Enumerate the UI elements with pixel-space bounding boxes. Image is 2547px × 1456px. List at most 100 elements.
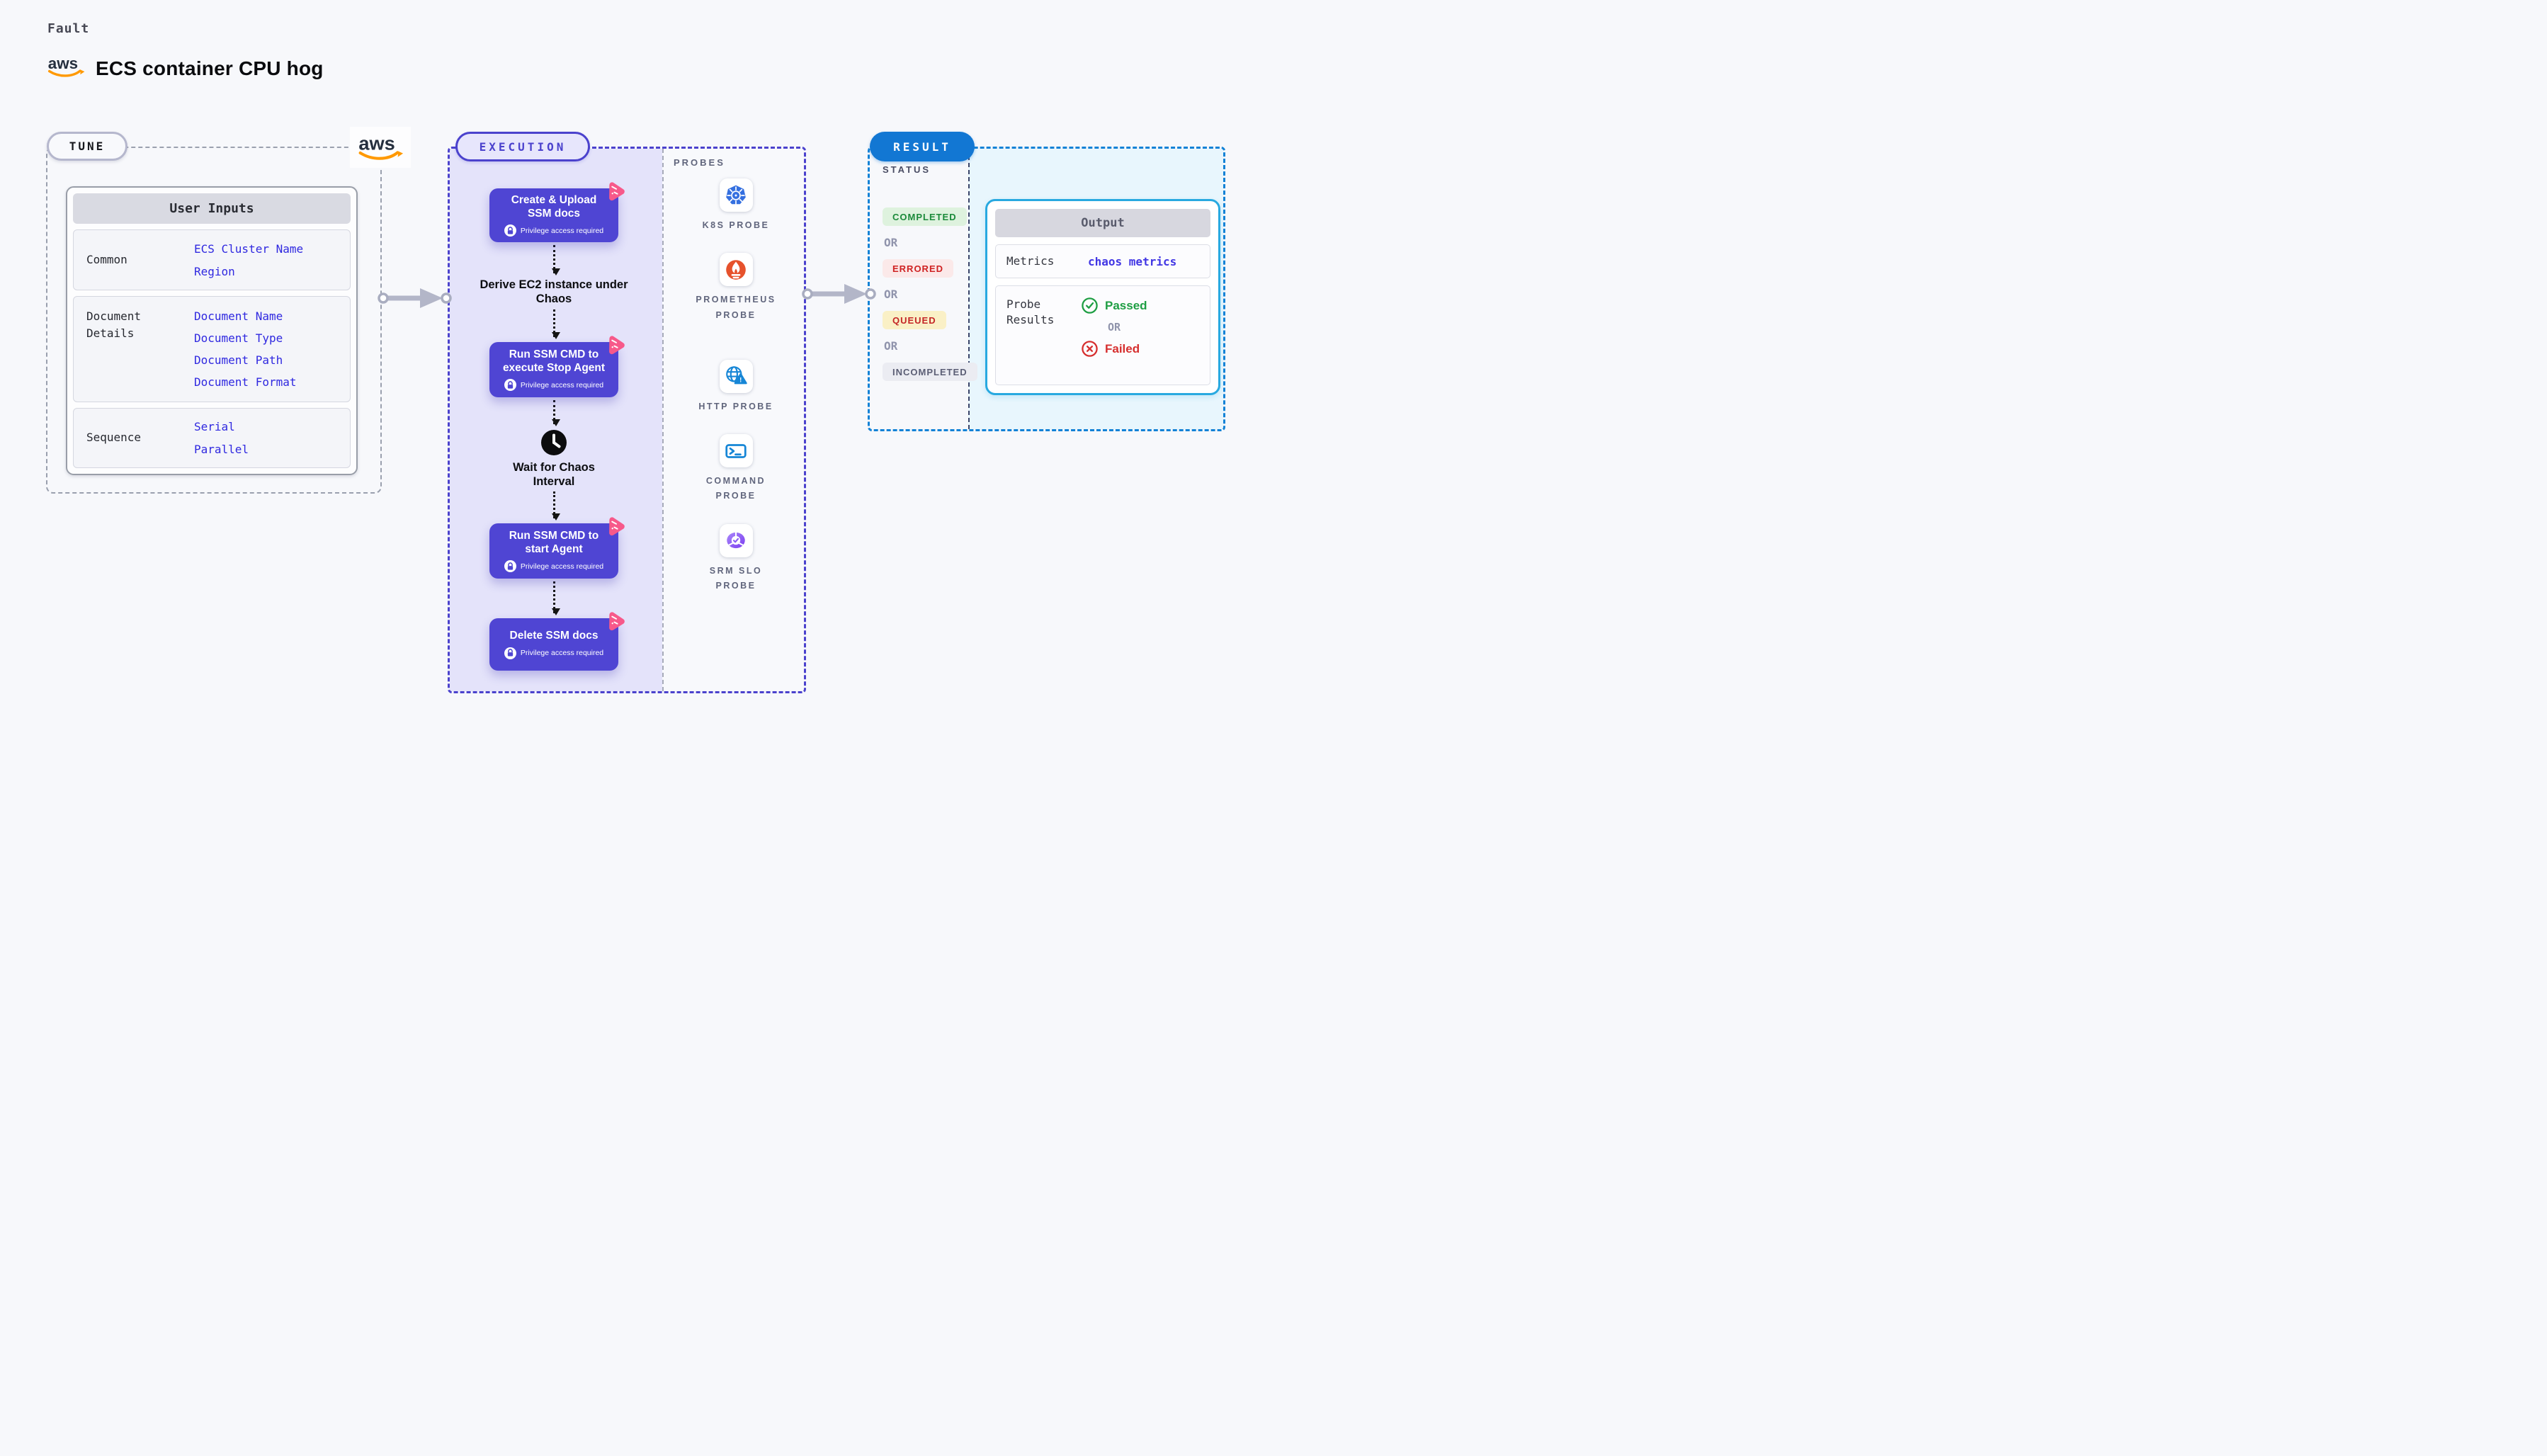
chaos-icon [603, 333, 628, 357]
tune-badge: TUNE [47, 132, 127, 161]
probe-item-srm-slo: SRM SLO PROBE [690, 523, 782, 594]
privilege-note: Privilege access required [504, 560, 604, 573]
privilege-label: Privilege access required [520, 562, 604, 571]
page-kicker: Fault [47, 21, 90, 36]
aws-logo-icon: aws [46, 54, 86, 83]
flow-arrow-down [552, 309, 560, 339]
output-card: Output Metrics chaos metrics Probe Resul… [985, 199, 1220, 395]
passed-label: Passed [1105, 298, 1147, 312]
input-value: Document Path [194, 353, 283, 367]
check-circle-icon [1082, 297, 1098, 314]
table-row-sequence: Sequence Serial Parallel [73, 407, 351, 469]
privilege-label: Privilege access required [520, 226, 604, 235]
kubernetes-icon [719, 178, 753, 212]
table-row-document-details: Document Details Document Name Document … [73, 295, 351, 402]
output-header: Output [995, 209, 1210, 237]
step-title: Delete SSM docs [509, 630, 599, 642]
user-inputs-table: User Inputs Common ECS Cluster Name Regi… [66, 186, 358, 475]
lock-icon [504, 379, 516, 392]
title-row: aws ECS container CPU hog [46, 54, 324, 83]
tune-to-execution-arrow [378, 285, 453, 314]
step-box-run-ssm-start-agent: Run SSM CMD to start Agent Privilege acc… [489, 517, 625, 579]
probe-result-failed: Failed [1081, 340, 1147, 358]
or-label: OR [1108, 321, 1121, 334]
privilege-note: Privilege access required [504, 224, 603, 237]
privilege-note: Privilege access required [504, 379, 604, 392]
probe-label: K8S PROBE [702, 220, 770, 230]
input-value: Document Name [194, 309, 283, 323]
row-label: Sequence [86, 431, 142, 445]
x-circle-icon [1082, 341, 1098, 357]
status-badge-queued: QUEUED [883, 311, 946, 329]
row-label: Document Details [86, 309, 142, 340]
table-row-common: Common ECS Cluster Name Region [73, 229, 351, 290]
step-box-delete-ssm-docs: Delete SSM docs Privilege access require… [489, 612, 625, 671]
fault-diagram: Fault aws ECS container CPU hog TUNE aws… [0, 0, 1274, 728]
svg-text:aws: aws [48, 55, 78, 72]
probe-item-command: COMMAND PROBE [690, 434, 782, 504]
globe-warning-icon: ! [719, 359, 753, 393]
row-label: Common [86, 253, 127, 266]
probe-result-passed: Passed [1081, 297, 1147, 314]
svg-text:!: ! [739, 377, 742, 385]
or-label: OR [884, 339, 898, 353]
status-title: STATUS [883, 164, 931, 175]
status-column: STATUS COMPLETED OR ERRORED OR QUEUED OR… [883, 164, 977, 381]
step-title: Run SSM CMD to execute Stop Agent [502, 348, 606, 374]
input-value: ECS Cluster Name [194, 241, 304, 256]
step-text-derive-ec2: Derive EC2 instance under Chaos [480, 278, 628, 306]
probes-panel: PROBES [662, 149, 804, 691]
flow-arrow-down [552, 491, 560, 521]
clock-icon [540, 429, 567, 456]
slo-donut-check-icon [719, 523, 753, 557]
probe-results-label: Probe Results [1006, 297, 1055, 326]
input-value: Serial [194, 419, 235, 433]
svg-text:aws: aws [358, 132, 395, 154]
privilege-label: Privilege access required [520, 380, 604, 389]
privilege-note: Privilege access required [504, 647, 603, 659]
probe-item-prometheus: PROMETHEUS PROBE [690, 253, 782, 323]
probe-results-row: Probe Results Passed OR [995, 285, 1210, 385]
lock-icon [504, 647, 516, 659]
aws-corner-logo: aws [350, 127, 411, 168]
probes-title: PROBES [674, 157, 725, 168]
status-badge-completed: COMPLETED [883, 207, 967, 226]
or-label: OR [884, 236, 898, 249]
or-label: OR [884, 288, 898, 301]
failed-label: Failed [1105, 341, 1140, 356]
chaos-icon [603, 514, 628, 538]
chaos-icon [603, 609, 628, 633]
result-section: STATUS COMPLETED OR ERRORED OR QUEUED OR… [868, 147, 1225, 431]
probe-label: PROMETHEUS PROBE [696, 295, 776, 320]
user-inputs-header: User Inputs [73, 193, 351, 224]
step-title: Run SSM CMD to start Agent [509, 529, 599, 555]
result-badge: RESULT [870, 132, 975, 161]
flow-arrow-down [552, 581, 560, 615]
input-value: Document Format [194, 375, 297, 389]
terminal-icon [719, 434, 753, 467]
probe-item-k8s: K8S PROBE [690, 178, 782, 233]
status-badge-incompleted: INCOMPLETED [883, 363, 977, 381]
aws-logo-icon: aws [358, 132, 404, 160]
probe-label: SRM SLO PROBE [709, 565, 763, 591]
step-box-create-upload-ssm-docs: Create & Upload SSM docs Privilege acces… [489, 182, 625, 242]
execution-to-result-arrow [802, 281, 877, 310]
metrics-value: chaos metrics [1088, 254, 1177, 268]
tune-section [46, 147, 382, 494]
lock-icon [504, 224, 516, 237]
step-title: Create & Upload SSM docs [511, 193, 597, 220]
probe-label: HTTP PROBE [698, 401, 773, 411]
execution-badge: EXECUTION [455, 132, 590, 161]
chaos-icon [603, 179, 628, 203]
status-badge-errored: ERRORED [883, 259, 954, 278]
step-text-wait-chaos-interval: Wait for Chaos Interval [513, 461, 595, 489]
lock-icon [504, 560, 516, 573]
privilege-label: Privilege access required [520, 649, 604, 658]
metrics-row: Metrics chaos metrics [995, 244, 1210, 278]
flow-arrow-down [552, 245, 560, 275]
flow-arrow-down [552, 400, 560, 426]
probe-item-http: ! HTTP PROBE [690, 359, 782, 414]
input-value: Document Type [194, 331, 283, 345]
prometheus-icon [719, 253, 753, 287]
input-value: Parallel [194, 442, 249, 456]
